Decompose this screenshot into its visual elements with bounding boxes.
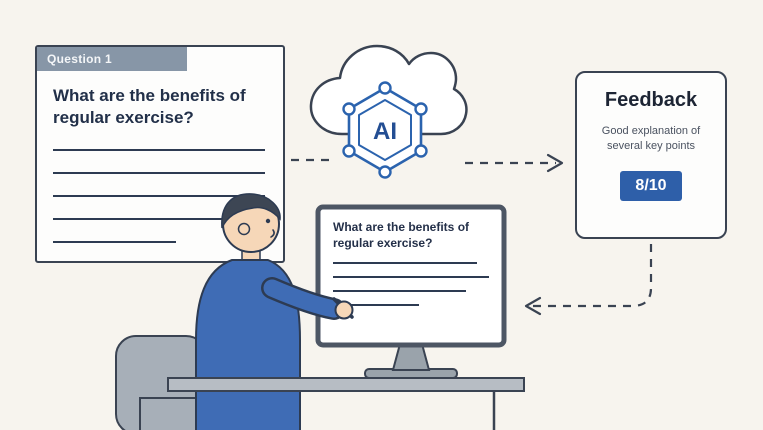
- screen-line: [333, 276, 489, 279]
- hexagon-nodes: [342, 81, 428, 179]
- feedback-body: Good explanation of several key points: [601, 125, 701, 153]
- question-text: What are the benefits of regular exercis…: [53, 86, 246, 128]
- screen-line: [333, 304, 419, 307]
- monitor-screen: What are the benefits of regular exercis…: [327, 216, 495, 338]
- placeholder-text-lines: [53, 149, 265, 264]
- ai-label: AI: [373, 118, 397, 145]
- text-line: [53, 195, 265, 197]
- ai-cloud-icon: AI: [309, 44, 468, 179]
- flow-arrow-ai-to-feedback: [465, 153, 564, 173]
- screen-text-lines: [333, 262, 489, 307]
- person-torso: [195, 259, 301, 430]
- question-card: Question 1 What are the benefits of regu…: [35, 45, 285, 263]
- question-card-header: Question 1: [37, 47, 187, 71]
- monitor-base: [364, 368, 458, 379]
- flow-arrow-feedback-to-monitor: [524, 244, 653, 316]
- score-badge: 8/10: [620, 170, 682, 201]
- screen-line: [333, 262, 477, 265]
- text-line: [53, 149, 265, 151]
- ai-hexagon-icon: AI: [342, 81, 428, 179]
- person-arm: [261, 277, 345, 320]
- monitor-question-text: What are the benefits of regular exercis…: [333, 220, 470, 250]
- monitor-stand: [391, 343, 431, 371]
- desk: [167, 377, 525, 430]
- question-card-title: Question 1: [47, 52, 113, 66]
- feedback-card: Feedback Good explanation of several key…: [575, 71, 727, 239]
- text-line: [53, 218, 265, 220]
- feedback-title: Feedback: [604, 89, 698, 111]
- text-line: [53, 172, 265, 174]
- person-legs: [215, 385, 281, 430]
- screen-line: [333, 290, 466, 293]
- chair: [115, 335, 226, 430]
- text-line: [53, 241, 176, 243]
